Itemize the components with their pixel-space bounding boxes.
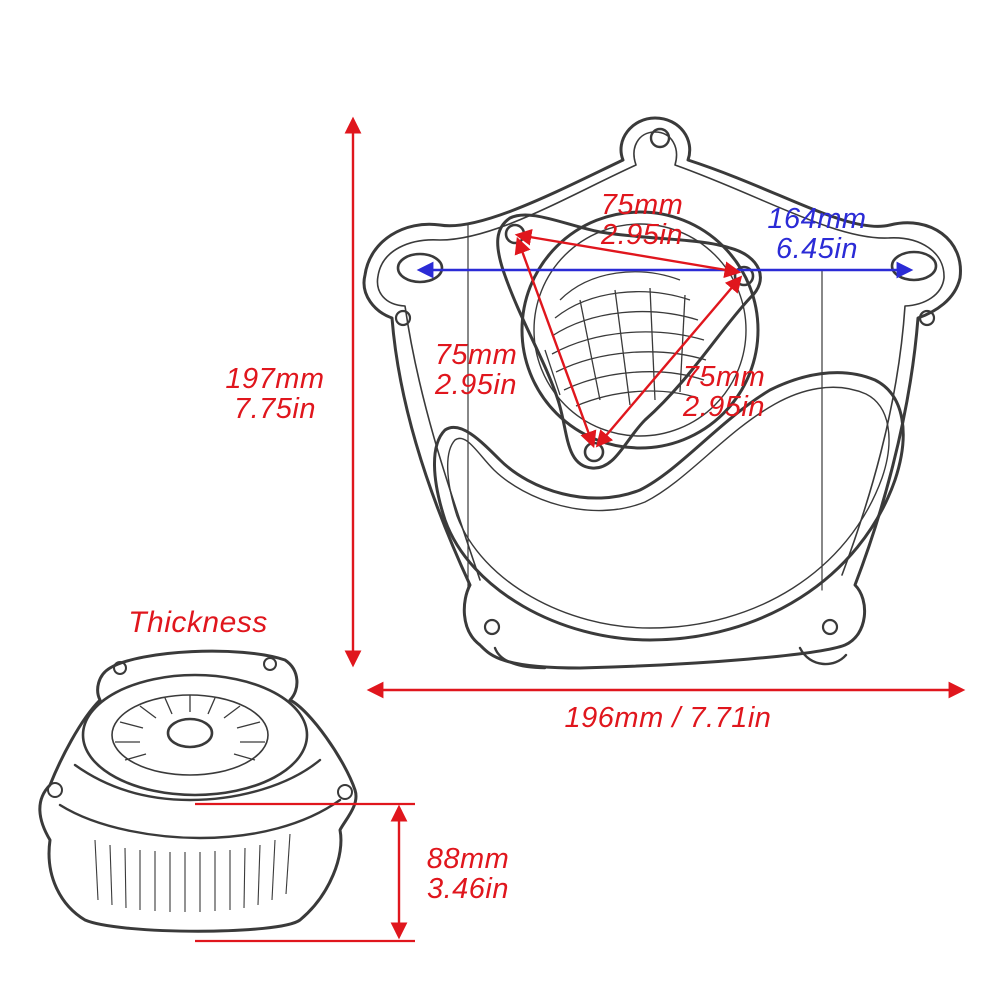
triangle-top-mm-label: 75mm — [601, 189, 684, 221]
flange-hole-top-left — [504, 223, 526, 245]
triangle-left-mm-label: 75mm — [435, 339, 518, 371]
thickness-in-label: 3.46in — [427, 873, 509, 905]
backing-plate — [362, 116, 962, 670]
triangle-right-mm-label: 75mm — [683, 361, 766, 393]
mount-hole-top — [649, 127, 671, 149]
plate-rim — [376, 131, 945, 581]
flange-hole-bottom — [583, 441, 605, 463]
assembled-breather — [38, 649, 358, 933]
height-mm-label: 197mm — [225, 363, 324, 395]
breather-spokes — [115, 695, 265, 761]
triangle-right-dimension-line — [595, 275, 743, 448]
triangle-top-in-label: 2.95in — [600, 219, 683, 251]
triangle-left-dimension-line — [514, 236, 597, 449]
breather-bolts — [47, 657, 353, 800]
dimension-lines — [195, 116, 966, 943]
kidney-channel — [433, 371, 905, 642]
plate-screws — [394, 309, 936, 636]
width-label: 196mm / 7.71in — [565, 702, 772, 734]
breather-top-ring — [81, 673, 309, 797]
plate-lip — [493, 646, 848, 670]
plate-outline — [362, 116, 962, 670]
bolt-span-in-label: 6.45in — [776, 233, 858, 265]
mount-hole-right — [890, 250, 938, 282]
breather-body — [38, 649, 358, 933]
breather-center-cap — [166, 717, 214, 749]
mount-hole-left — [396, 252, 444, 284]
kidney-channel-inner — [447, 386, 890, 629]
height-in-label: 7.75in — [234, 393, 316, 425]
triangle-right-in-label: 2.95in — [682, 391, 765, 423]
triangle-left-in-label: 2.95in — [434, 369, 517, 401]
thickness-title: Thickness — [128, 606, 268, 639]
breather-filter-fins — [94, 833, 291, 912]
bolt-span-mm-label: 164mm — [767, 203, 866, 235]
dimension-labels: Thickness 197mm 7.75in 196mm / 7.71in 16… — [128, 189, 866, 905]
breather-wings — [58, 758, 342, 840]
thickness-mm-label: 88mm — [427, 843, 510, 875]
